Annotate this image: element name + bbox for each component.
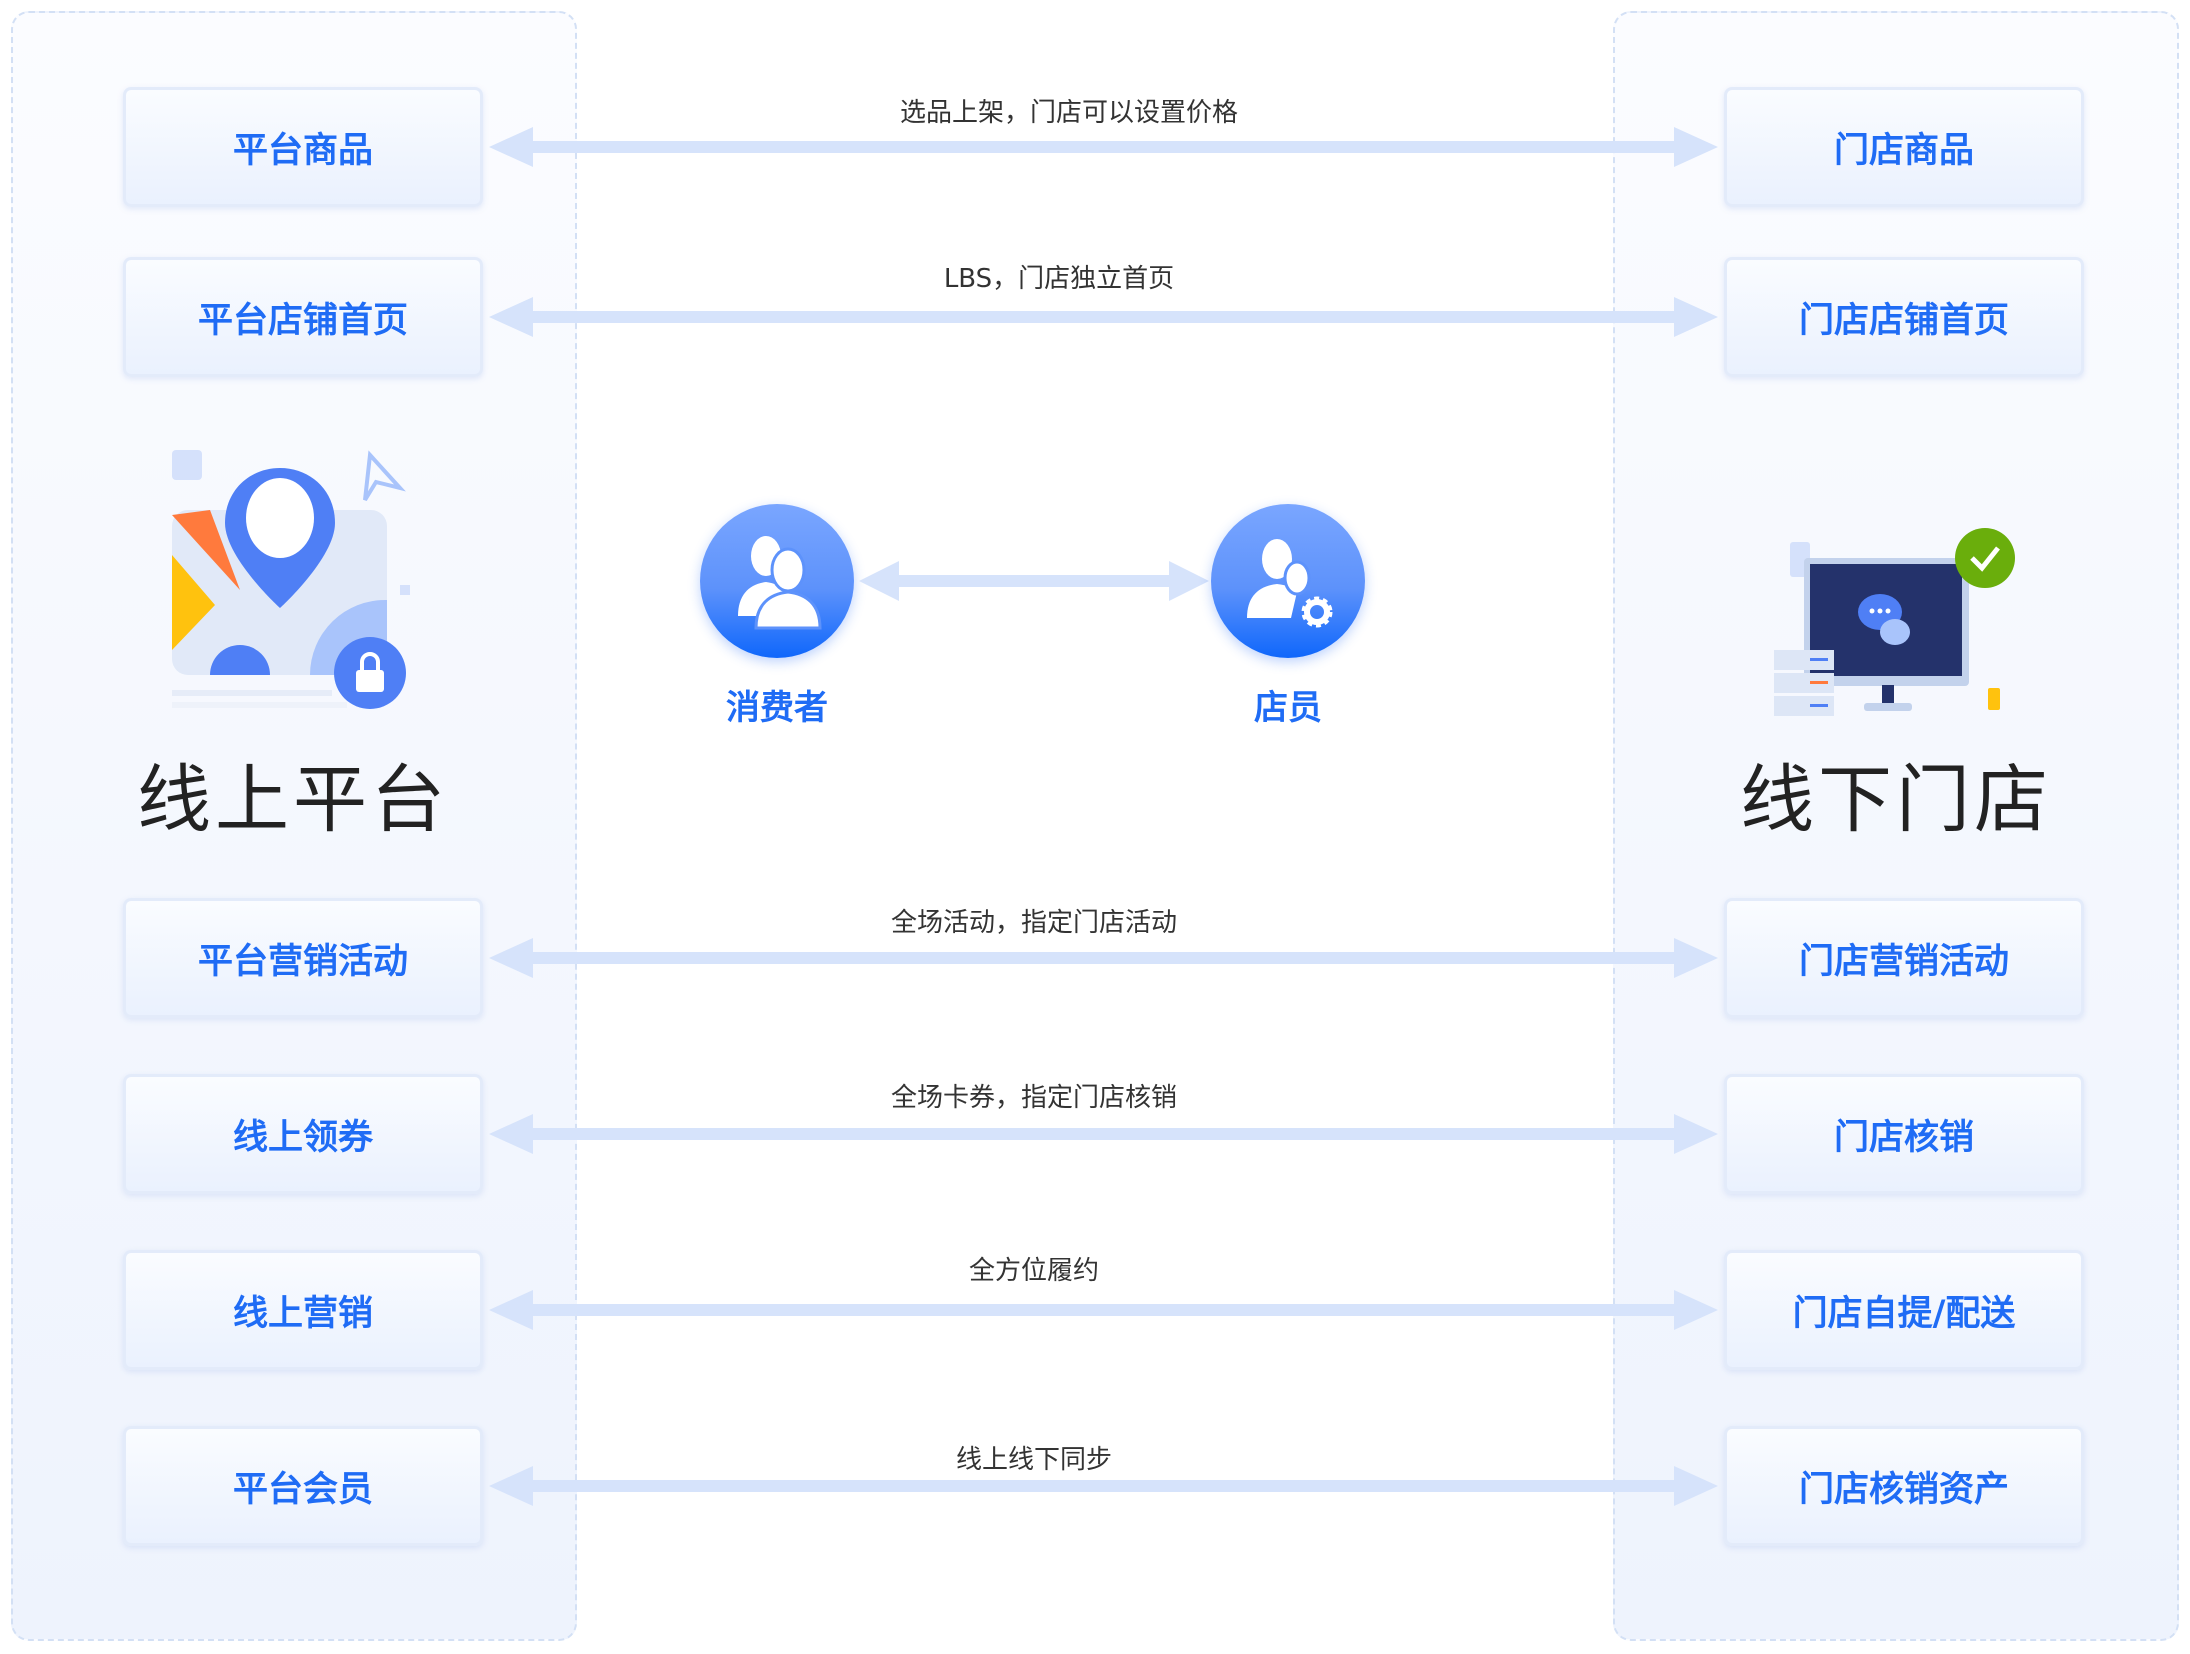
link-label: 选品上架，门店可以设置价格 (899, 98, 1238, 128)
double-arrow (489, 127, 1718, 167)
online-coupon-box[interactable]: 线上领券 (123, 1074, 483, 1194)
double-arrow (859, 561, 1209, 601)
platform-marketing-box[interactable]: 平台营销活动 (123, 898, 483, 1018)
clerk-icon (1211, 504, 1365, 658)
store-verification-box[interactable]: 门店核销 (1724, 1074, 2084, 1194)
store-pickup-delivery-box[interactable]: 门店自提/配送 (1724, 1250, 2084, 1370)
platform-goods-box[interactable]: 平台商品 (123, 87, 483, 207)
double-arrow (489, 1466, 1718, 1506)
link-label: LBS，门店独立首页 (943, 264, 1175, 294)
double-arrow (489, 1290, 1718, 1330)
online-marketing-box[interactable]: 线上营销 (123, 1250, 483, 1370)
link-label: 线上线下同步 (955, 1445, 1112, 1475)
offline-store-title: 线下门店 (1740, 757, 2052, 843)
double-arrow (489, 1114, 1718, 1154)
store-homepage-box[interactable]: 门店店铺首页 (1724, 257, 2084, 377)
link-label: 全方位履约 (968, 1256, 1099, 1286)
store-verification-assets-box[interactable]: 门店核销资产 (1724, 1426, 2084, 1546)
link-label: 全场活动，指定门店活动 (890, 908, 1177, 938)
consumer-icon (700, 504, 854, 658)
consumer-label: 消费者 (726, 688, 828, 728)
online-platform-title: 线上平台 (137, 757, 449, 843)
store-goods-box[interactable]: 门店商品 (1724, 87, 2084, 207)
map-location-icon (172, 450, 410, 709)
double-arrow (489, 938, 1718, 978)
platform-homepage-box[interactable]: 平台店铺首页 (123, 257, 483, 377)
clerk-label: 店员 (1254, 688, 1322, 728)
platform-member-box[interactable]: 平台会员 (123, 1426, 483, 1546)
store-marketing-box[interactable]: 门店营销活动 (1724, 898, 2084, 1018)
monitor-chat-icon (1774, 528, 2015, 716)
link-label: 全场卡券，指定门店核销 (890, 1083, 1177, 1113)
double-arrow (489, 297, 1718, 337)
